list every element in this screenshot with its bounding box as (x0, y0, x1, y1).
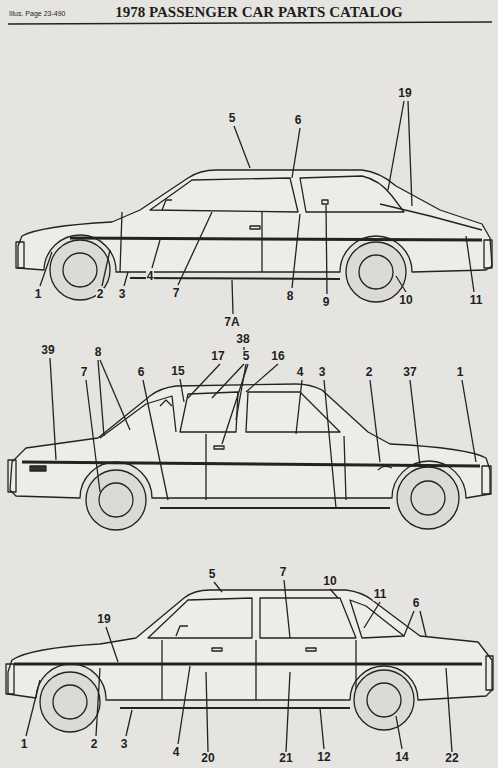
callout-number: 22 (444, 752, 459, 765)
callout-number: 3 (118, 288, 127, 301)
page-reference: Illus. Page 23-490 (8, 10, 66, 18)
callout-number: 1 (456, 366, 465, 379)
callout-number: 14 (394, 751, 409, 764)
callout-number: 4 (172, 746, 181, 759)
callout-number: 8 (286, 290, 295, 303)
callout-number: 17 (210, 350, 225, 363)
callout-number: 3 (120, 738, 129, 751)
callout-number: 2 (365, 366, 374, 379)
callout-number: 6 (137, 366, 146, 379)
callout-number: 1 (34, 288, 43, 301)
callout-number: 5 (228, 112, 237, 125)
callout-number: 4 (146, 270, 155, 283)
callout-number: 2 (90, 738, 99, 751)
callout-number: 37 (402, 366, 417, 379)
callout-number: 19 (397, 87, 412, 100)
callout-number: 7 (172, 287, 181, 300)
callout-number: 21 (278, 752, 293, 765)
callout-number: 7 (80, 366, 89, 379)
callout-number: 9 (322, 296, 331, 309)
callout-number: 20 (200, 752, 215, 765)
callout-number: 6 (294, 114, 303, 127)
callout-number: 5 (242, 350, 251, 363)
callout-number: 2 (96, 288, 105, 301)
callout-number: 12 (316, 751, 331, 764)
callout-number: 8 (94, 346, 103, 359)
callout-number: 38 (235, 333, 250, 346)
callout-number: 4 (296, 366, 305, 379)
callout-number: 1 (20, 738, 29, 751)
callout-number: 11 (373, 588, 388, 601)
callout-number: 6 (412, 597, 421, 610)
callout-number: 7A (223, 316, 240, 329)
callout-number: 39 (40, 344, 55, 357)
callout-number: 3 (318, 366, 327, 379)
page-title: 1978 PASSENGER CAR PARTS CATALOG (115, 4, 403, 21)
callout-number: 15 (170, 365, 185, 378)
callout-number: 19 (96, 613, 111, 626)
callout-number: 10 (322, 575, 337, 588)
callout-number: 10 (398, 294, 413, 307)
callout-number: 11 (469, 294, 484, 307)
callout-number: 5 (208, 568, 217, 581)
callout-number: 7 (279, 566, 288, 579)
callout-number: 16 (270, 350, 285, 363)
